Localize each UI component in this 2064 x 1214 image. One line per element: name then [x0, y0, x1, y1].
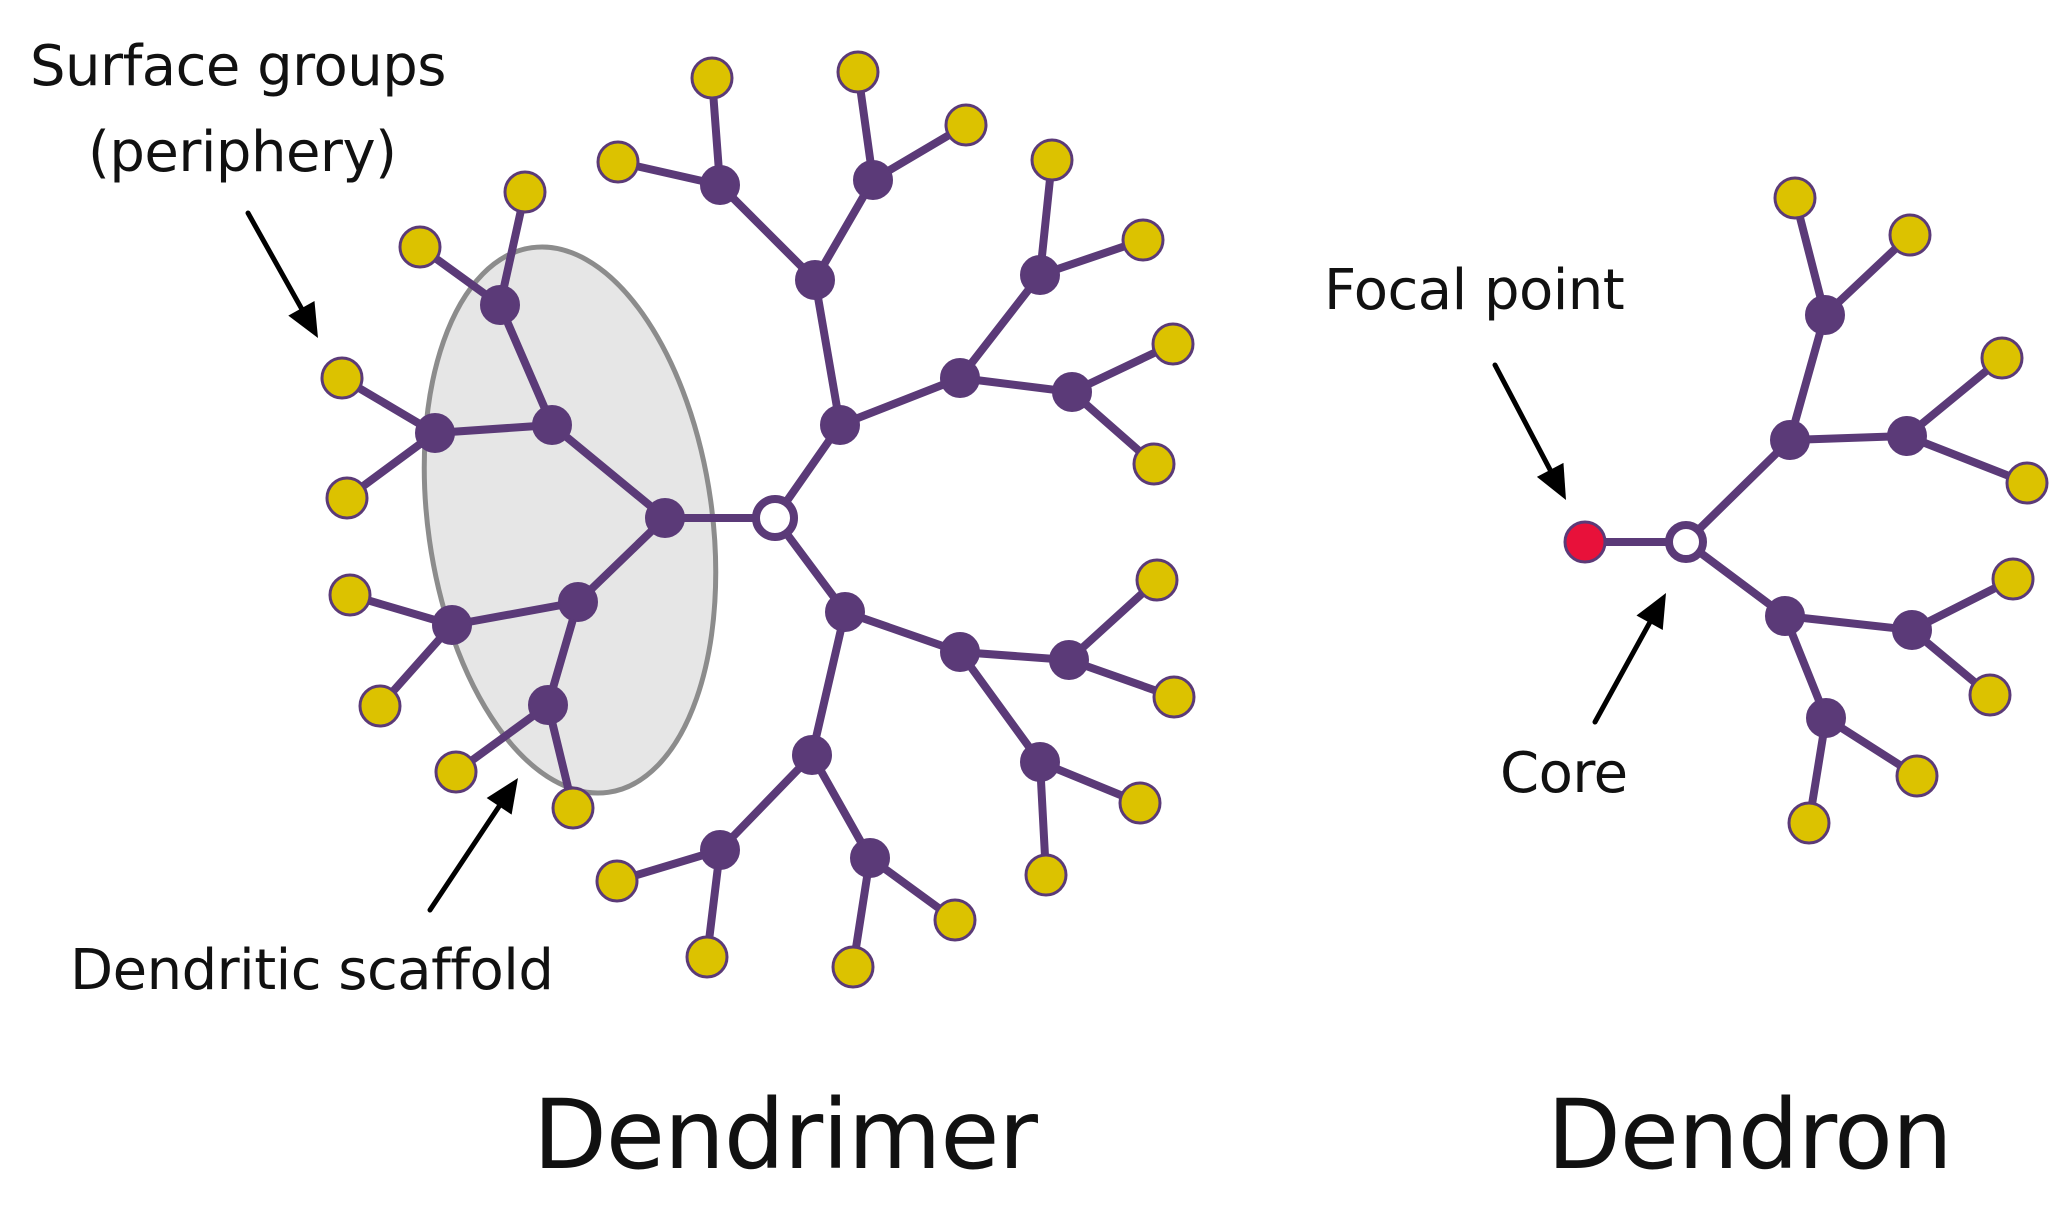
- dendritic-scaffold-arrow: [427, 778, 518, 913]
- dendrimer-bond: [548, 421, 669, 522]
- dendrimer-branch-node: [1020, 742, 1060, 782]
- dendron-branch-node: [1765, 596, 1805, 636]
- dendrimer-branch-node: [415, 413, 455, 453]
- dendron-surface-group: [1895, 754, 1939, 798]
- dendrimer-bond: [496, 301, 556, 429]
- dendron-core: [1665, 521, 1707, 563]
- dendrimer-surface-group: [831, 945, 875, 989]
- dendrimer-surface-group: [1024, 853, 1068, 897]
- core-arrow: [1592, 593, 1666, 725]
- dendron-branch-node: [1805, 295, 1845, 335]
- dendron-surface-group: [1787, 801, 1831, 845]
- dendrimer-branch-node: [558, 582, 598, 622]
- dendrimer-surface-group: [398, 225, 442, 269]
- dendrimer-branch-node: [532, 405, 572, 445]
- dendrimer-surface-group: [434, 750, 478, 794]
- focal-point-arrow: [1492, 362, 1566, 500]
- dendron-branch-node: [1806, 698, 1846, 738]
- dendron-surface-group: [1773, 176, 1817, 220]
- dendrimer-surface-group: [551, 786, 595, 830]
- dendrimer-core: [752, 495, 798, 541]
- dendrimer-branch-node: [853, 160, 893, 200]
- dendrimer-surface-group: [596, 140, 640, 184]
- surface-groups-label-line2: (periphery): [88, 120, 397, 185]
- dendron-surface-group: [1968, 673, 2012, 717]
- dendrimer-surface-group: [320, 356, 364, 400]
- dendrimer-surface-group: [328, 573, 372, 617]
- dendrimer-bond: [956, 648, 1044, 766]
- dendrimer-branch-node: [480, 285, 520, 325]
- dendron-focal-point: [1563, 520, 1607, 564]
- dendron-surface-group: [1980, 336, 2024, 380]
- dendritic-scaffold-label: Dendritic scaffold: [70, 938, 554, 1003]
- dendrimer-branch-node: [850, 838, 890, 878]
- dendrimer-branch-node: [528, 685, 568, 725]
- dendritic-scaffold-region: [421, 244, 719, 796]
- dendrimer-branch-node: [1052, 372, 1092, 412]
- dendrimer-bond: [574, 514, 669, 606]
- dendrimer-surface-group: [685, 935, 729, 979]
- dendrimer-bond: [836, 374, 964, 429]
- dendrimer-bond: [956, 271, 1044, 382]
- dendron-branch-node: [1892, 610, 1932, 650]
- dendrimer-bond: [811, 276, 844, 429]
- dendrimer-bond: [448, 598, 582, 629]
- dendrimer-surface-group: [1132, 442, 1176, 486]
- dendrimer-surface-group: [1118, 781, 1162, 825]
- nodes: [320, 50, 2049, 989]
- dendrimer-branch-node: [795, 260, 835, 300]
- dendrimer-branch-node: [940, 632, 980, 672]
- dendrimer-branch-node: [825, 592, 865, 632]
- dendrimer-bond: [716, 181, 819, 284]
- dendrimer-bond: [716, 751, 816, 854]
- dendrimer-title: Dendrimer: [533, 1079, 1038, 1191]
- core-label: Core: [1500, 741, 1628, 806]
- dendrimer-branch-node: [1049, 640, 1089, 680]
- dendrimer-branch-node: [645, 498, 685, 538]
- scaffold-ellipse: [421, 244, 719, 796]
- dendron-surface-group: [1991, 557, 2035, 601]
- dendrimer-branch-node: [1020, 255, 1060, 295]
- dendrimer-surface-group: [1135, 558, 1179, 602]
- dendrimer-surface-group: [325, 476, 369, 520]
- dendrimer-branch-node: [820, 405, 860, 445]
- dendrimer-surface-group: [690, 56, 734, 100]
- arrows: [245, 210, 1666, 913]
- dendron-title: Dendron: [1547, 1079, 1953, 1191]
- dendrimer-bond: [841, 608, 964, 656]
- dendrimer-surface-group: [1151, 322, 1195, 366]
- dendrimer-bond: [808, 608, 849, 759]
- dendrimer-surface-group: [595, 859, 639, 903]
- surface-groups-arrow: [245, 210, 318, 338]
- dendrimer-branch-node: [432, 605, 472, 645]
- dendrimer-branch-node: [940, 358, 980, 398]
- surface-groups-label-line1: Surface groups: [30, 34, 446, 99]
- dendrimer-surface-group: [358, 684, 402, 728]
- dendron-surface-group: [2005, 461, 2049, 505]
- dendrimer-surface-group: [1152, 675, 1196, 719]
- dendrimer-surface-group: [836, 50, 880, 94]
- dendrimer-surface-group: [933, 898, 977, 942]
- dendron-surface-group: [1888, 213, 1932, 257]
- dendrimer-surface-group: [503, 170, 547, 214]
- dendron-bond: [1682, 436, 1794, 546]
- focal-point-label: Focal point: [1324, 258, 1625, 323]
- dendrimer-surface-group: [1030, 138, 1074, 182]
- dendrimer-branch-node: [792, 735, 832, 775]
- dendron-branch-node: [1887, 416, 1927, 456]
- dendron-bond: [1781, 612, 1916, 634]
- dendrimer-branch-node: [700, 165, 740, 205]
- dendrimer-surface-group: [1121, 218, 1165, 262]
- dendron-branch-node: [1770, 420, 1810, 460]
- dendron-bond: [1786, 311, 1829, 444]
- dendrimer-branch-node: [700, 830, 740, 870]
- dendrimer-surface-group: [944, 103, 988, 147]
